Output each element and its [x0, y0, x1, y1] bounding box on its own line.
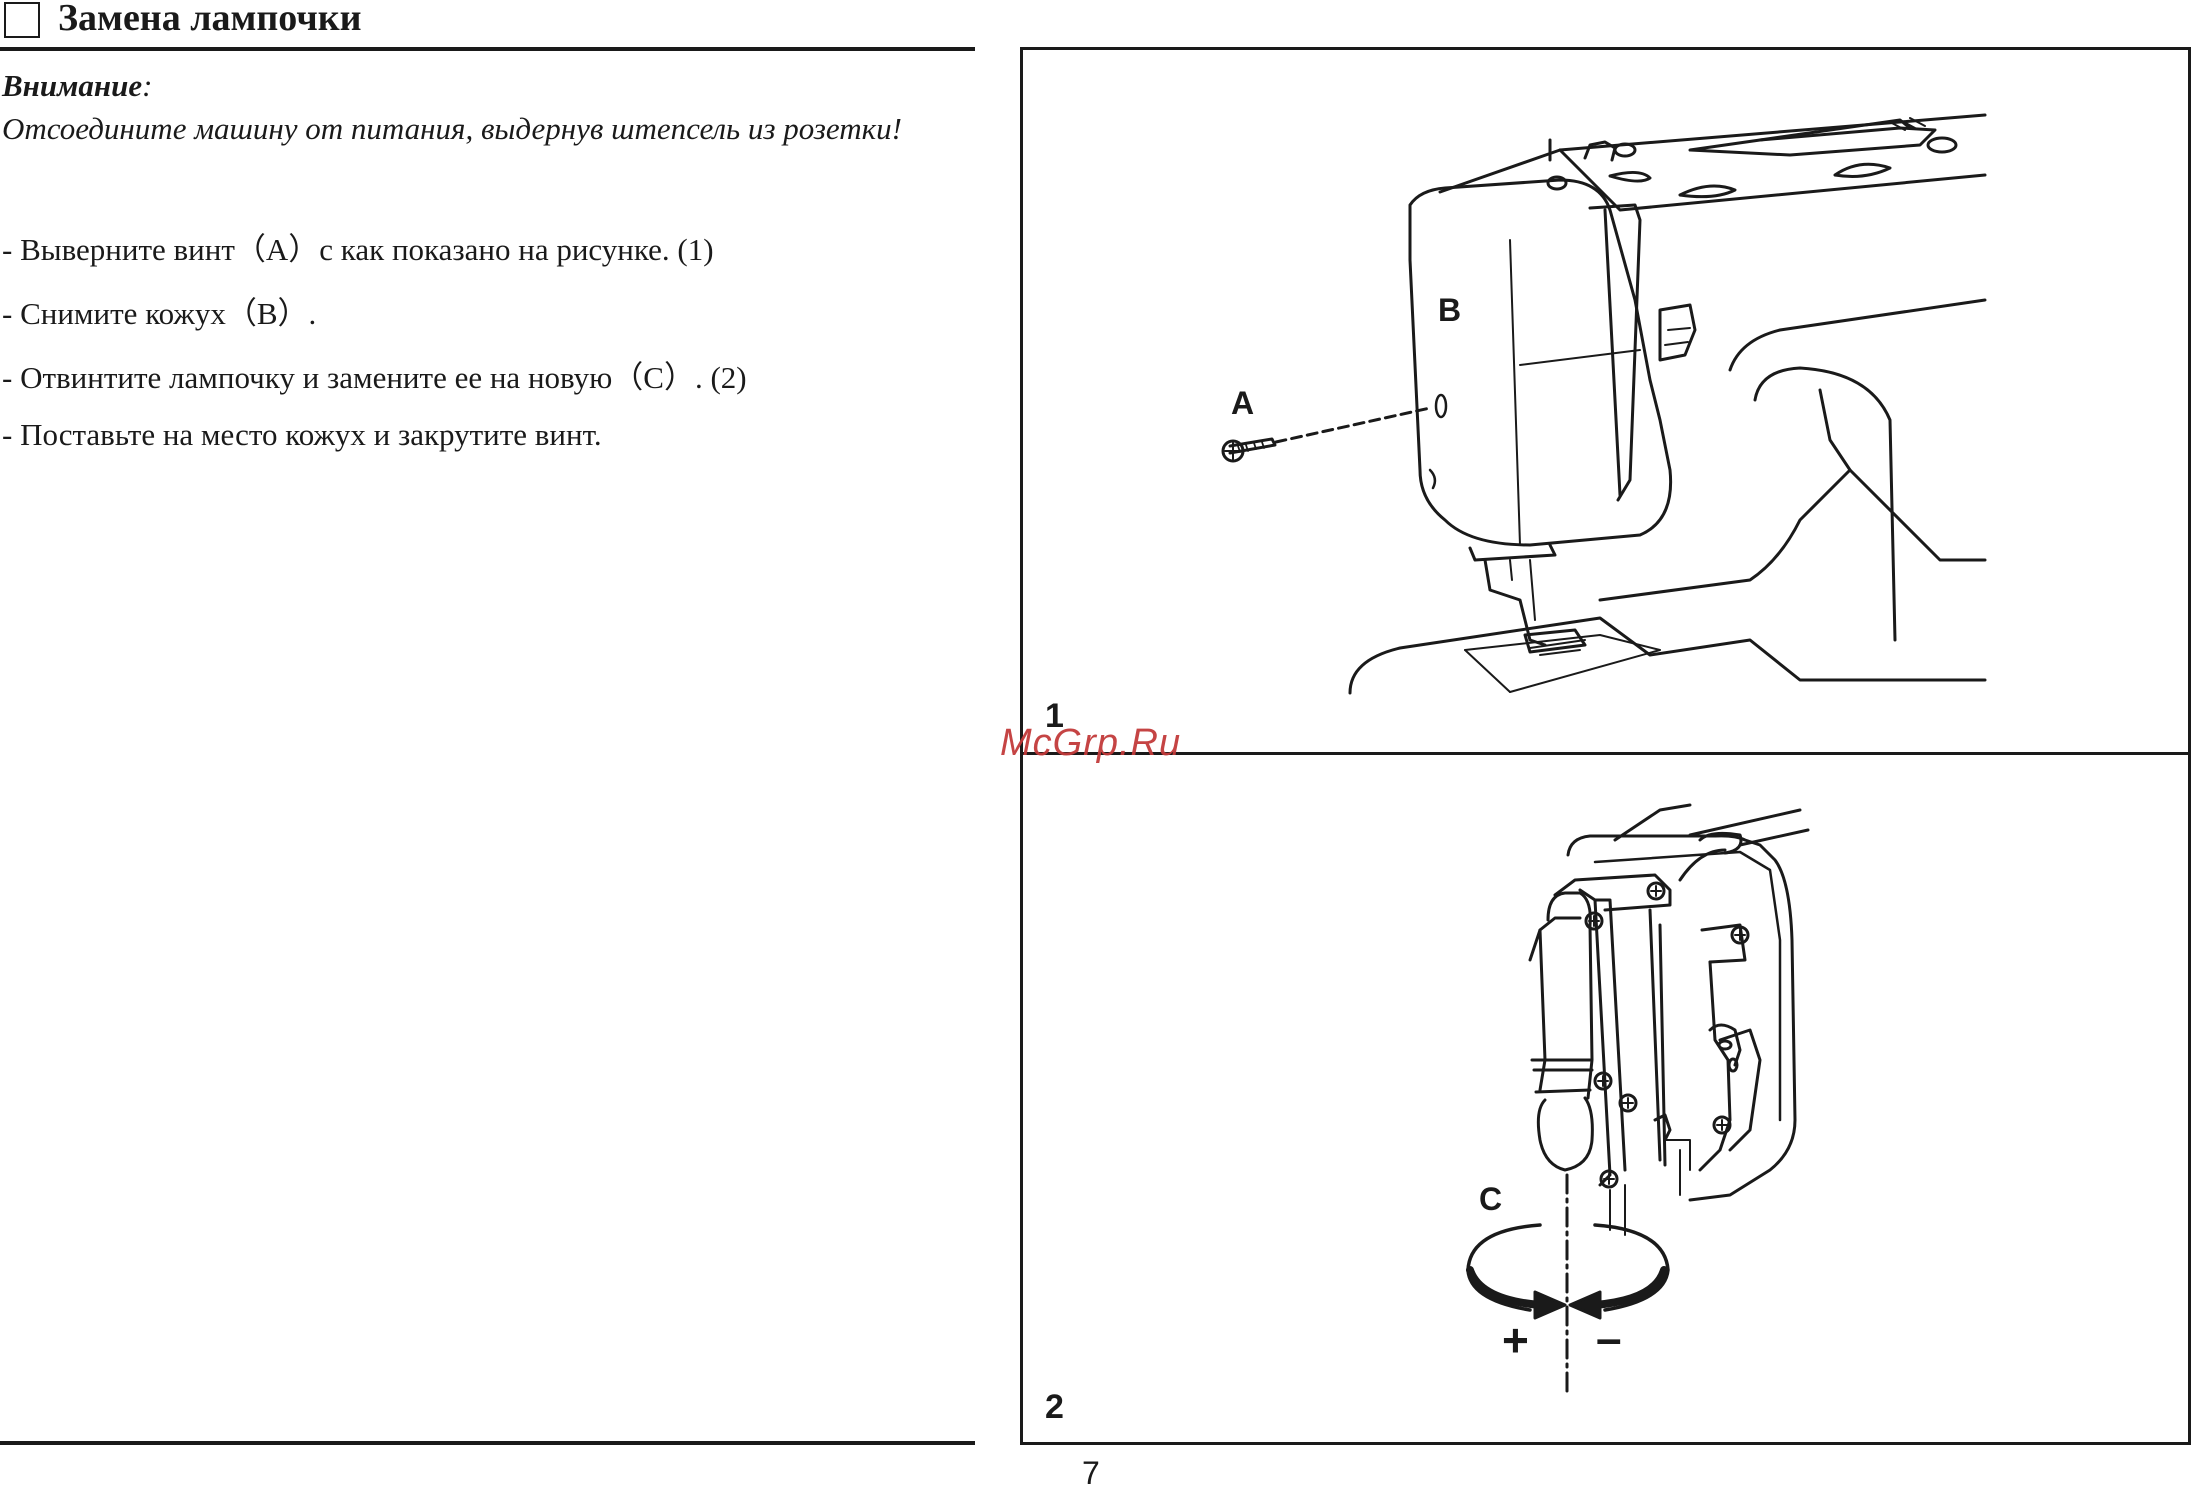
watermark: McGrp.Ru	[1000, 722, 1181, 765]
figure-2-label: 2	[1045, 1388, 1064, 1427]
screw-icon	[1223, 439, 1275, 461]
part-label-b: B	[1438, 292, 1461, 329]
part-label-c: C	[1479, 1181, 1502, 1218]
sewing-machine-illustration	[1223, 115, 1985, 693]
minus-sign: –	[1596, 1311, 1622, 1365]
lamp-holder-illustration	[1468, 805, 1808, 1395]
part-label-a: A	[1231, 385, 1254, 422]
lamp-bulb-icon	[1530, 893, 1592, 1170]
plus-sign: +	[1502, 1313, 1529, 1367]
